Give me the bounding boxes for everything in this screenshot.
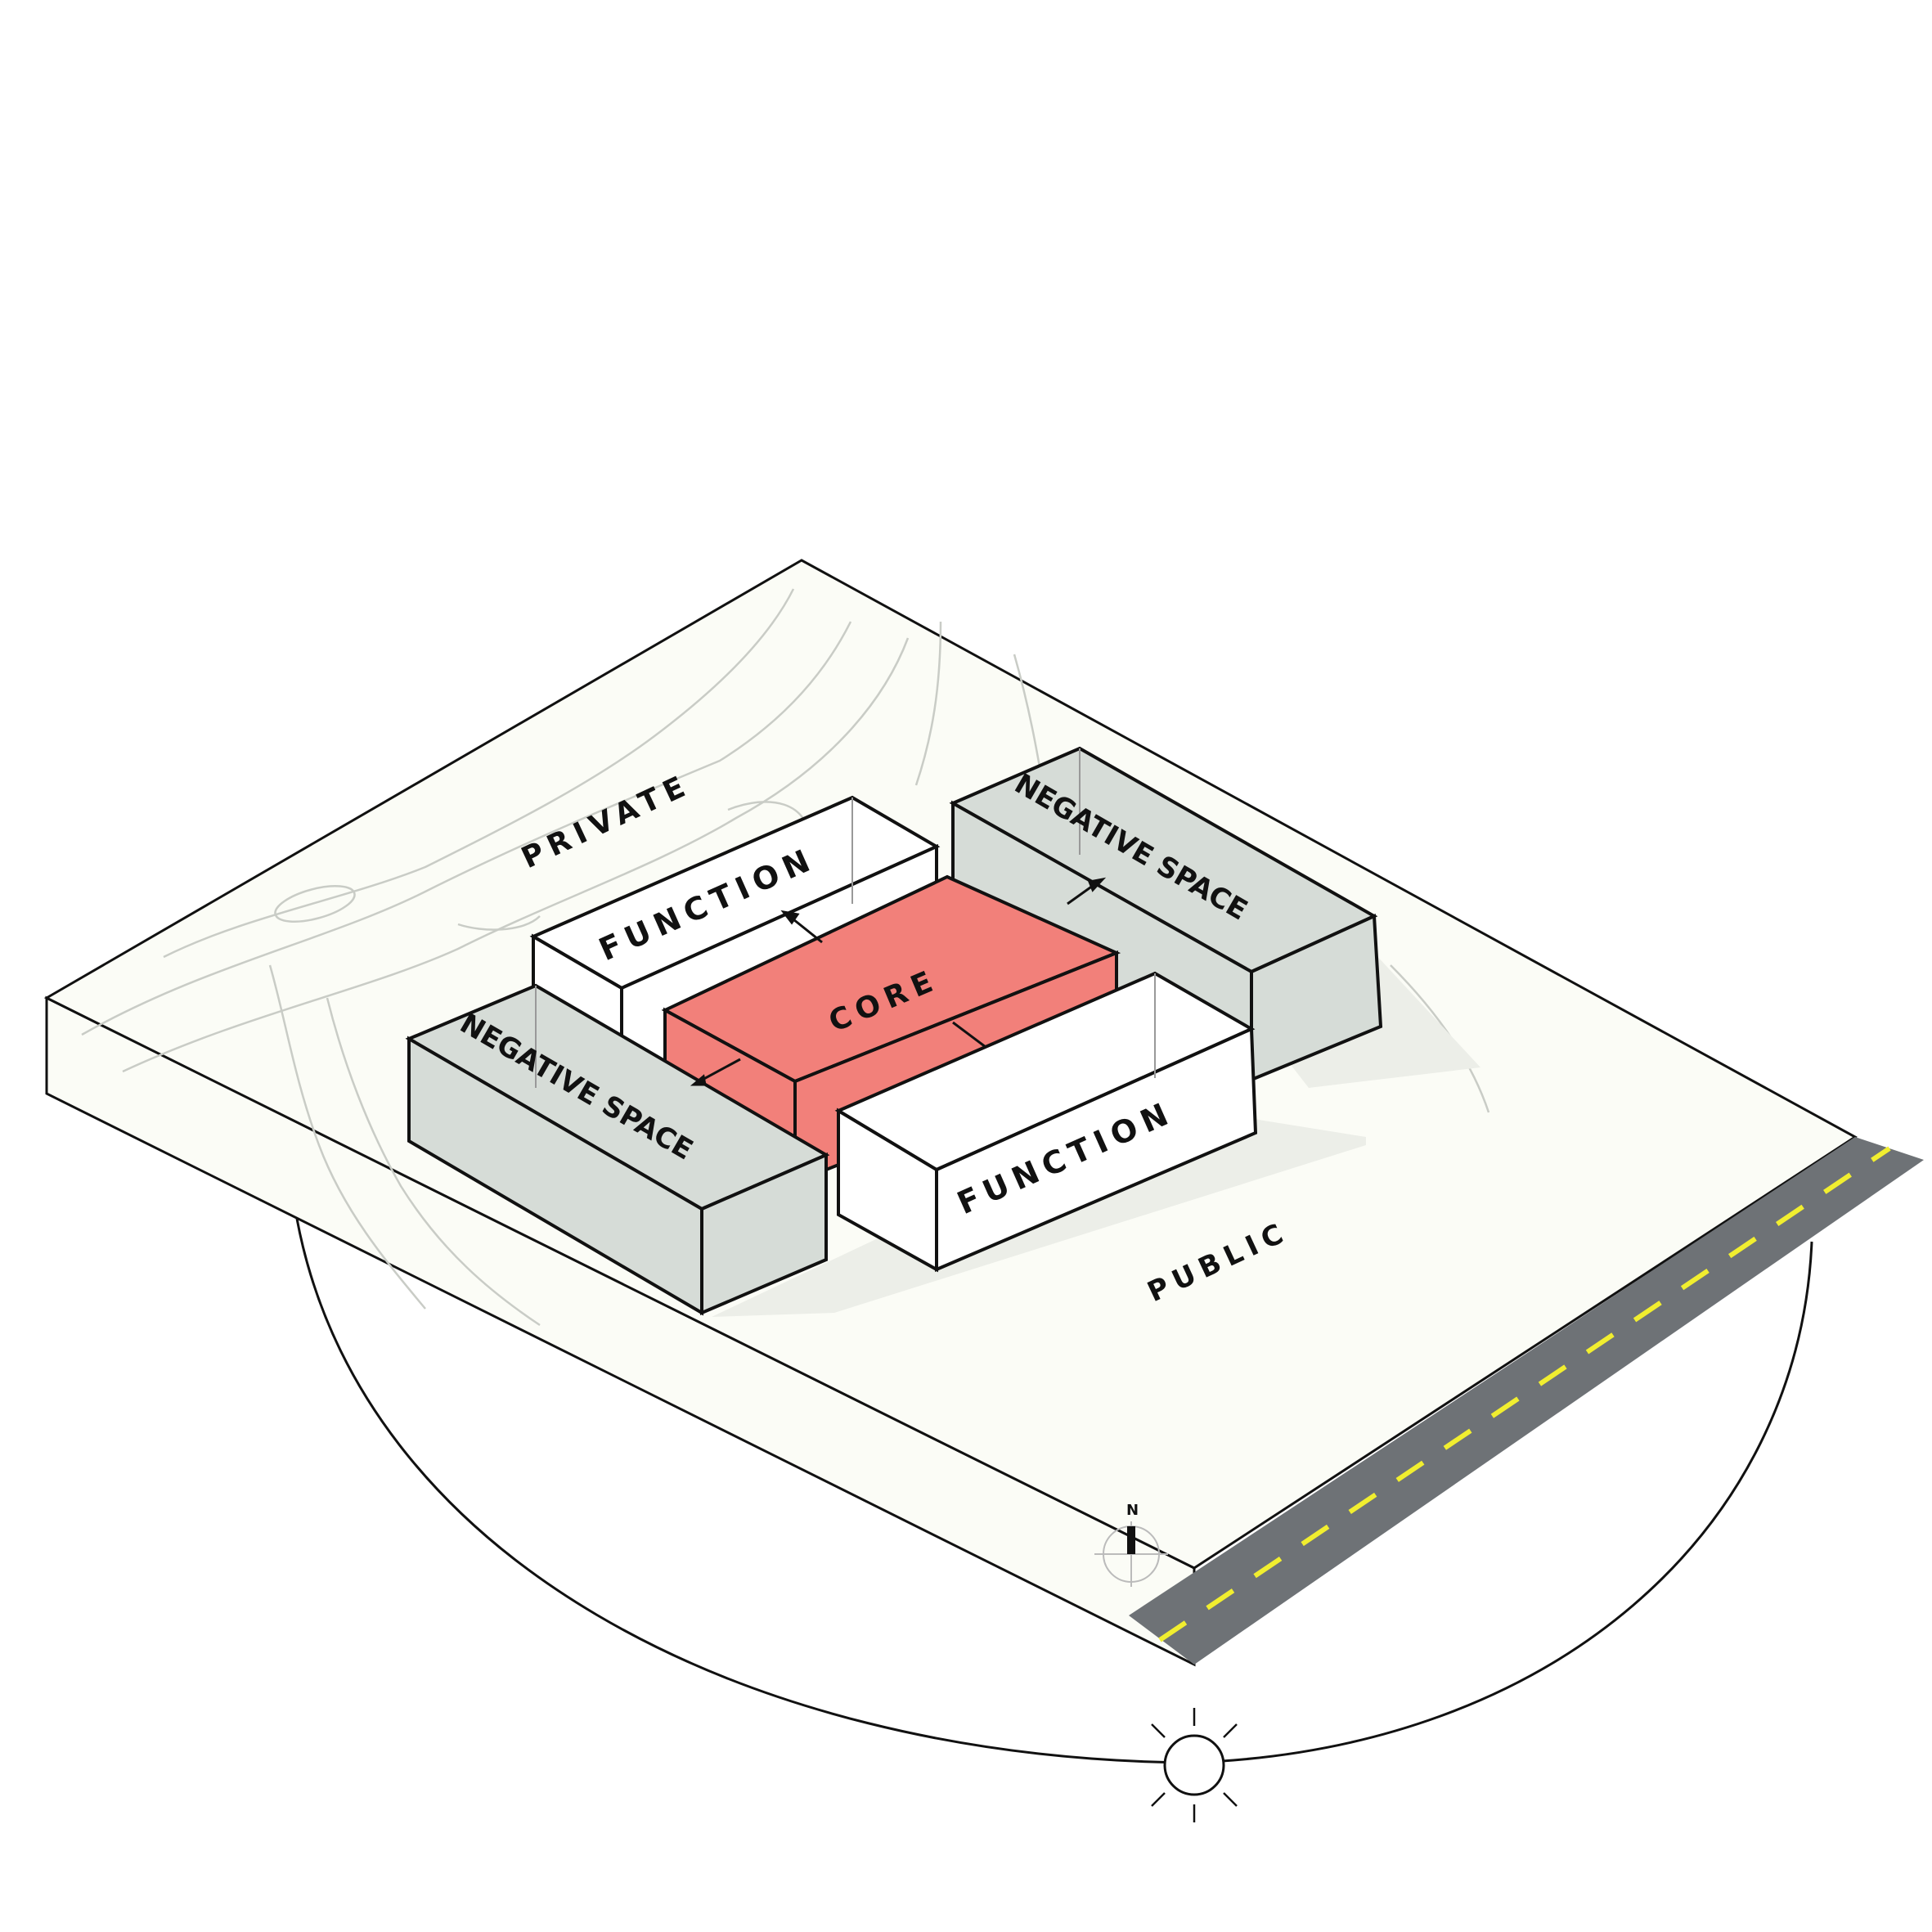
north-arrow-icon: N	[1094, 1502, 1168, 1587]
svg-text:N: N	[1126, 1502, 1139, 1519]
function-block-front	[834, 971, 1258, 1273]
sun-icon	[1151, 1708, 1238, 1822]
core-arrows	[690, 877, 1107, 1086]
sun-path-arc	[295, 1218, 1813, 1764]
negative-space-block-left	[405, 983, 830, 1316]
road	[1129, 1137, 1924, 1665]
